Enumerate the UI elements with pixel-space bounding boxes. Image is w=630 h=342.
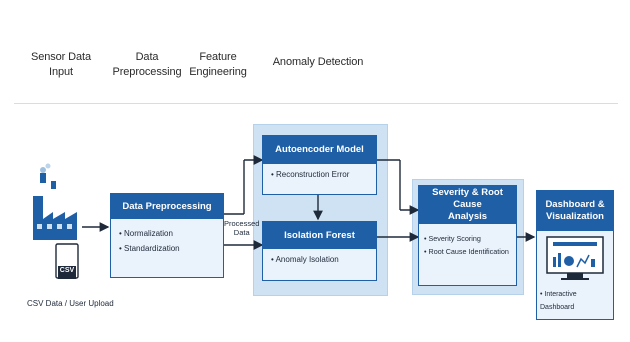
isolation-forest-items: Anomaly Isolation xyxy=(263,249,376,272)
csv-badge: CSV xyxy=(59,267,75,274)
autoencoder-items: Reconstruction Error xyxy=(263,164,376,187)
header-divider xyxy=(14,103,618,104)
list-item: Standardization xyxy=(119,242,215,257)
dashboard-items: Interactive Dashboard xyxy=(537,285,613,319)
title-line: Visualization xyxy=(546,211,604,222)
title-line: Dashboard & xyxy=(545,199,605,211)
header-line: Anomaly Detection xyxy=(272,56,364,68)
severity-title: Severity & Root Cause Analysis xyxy=(419,186,516,224)
list-item: Severity Scoring xyxy=(424,232,511,245)
dashboard-title: Dashboard & Visualization xyxy=(537,191,613,231)
csv-data-label: CSV Data / User Upload xyxy=(27,299,114,308)
data-preprocessing-title: Data Preprocessing xyxy=(111,194,223,219)
header-data-preprocessing: Data Preprocessing xyxy=(112,50,182,80)
header-line: Feature xyxy=(199,51,237,63)
title-line: Analysis xyxy=(447,210,488,222)
autoencoder-title: Autoencoder Model xyxy=(263,136,376,164)
severity-root-cause-box: Severity & Root Cause Analysis Severity … xyxy=(418,185,517,286)
isolation-forest-box: Isolation Forest Anomaly Isolation xyxy=(262,221,377,281)
list-item: Reconstruction Error xyxy=(271,168,368,183)
title-line: Severity & Root Cause xyxy=(432,187,503,211)
severity-items: Severity Scoring Root Cause Identificati… xyxy=(419,224,516,267)
factory-icon xyxy=(33,163,77,240)
header-feature-engineering: Feature Engineering xyxy=(186,50,250,80)
processed-data-label: Processed Data xyxy=(224,219,259,237)
edge-label-line: Processed xyxy=(224,219,260,228)
list-item: Root Cause Identification xyxy=(424,245,511,258)
header-sensor-data-input: Sensor Data Input xyxy=(30,50,92,80)
dashboard-box: Dashboard & Visualization Interactive Da… xyxy=(536,190,614,320)
header-line: Sensor Data xyxy=(30,51,92,63)
header-anomaly-detection: Anomaly Detection xyxy=(268,55,368,70)
header-line: Engineering xyxy=(189,65,247,78)
autoencoder-box: Autoencoder Model Reconstruction Error xyxy=(262,135,377,195)
list-item: Interactive Dashboard xyxy=(540,289,610,315)
edge-label-line: Data xyxy=(233,228,250,237)
data-preprocessing-box: Data Preprocessing Normalization Standar… xyxy=(110,193,224,278)
csv-file-icon xyxy=(55,243,79,279)
isolation-forest-title: Isolation Forest xyxy=(263,222,376,249)
dashboard-monitor-icon xyxy=(546,236,604,280)
list-item: Anomaly Isolation xyxy=(271,253,368,268)
data-preprocessing-items: Normalization Standardization xyxy=(111,219,223,261)
list-item: Normalization xyxy=(119,227,215,242)
header-line: Preprocessing xyxy=(112,65,182,78)
header-line: Input xyxy=(49,65,73,78)
header-line: Data xyxy=(135,51,159,63)
